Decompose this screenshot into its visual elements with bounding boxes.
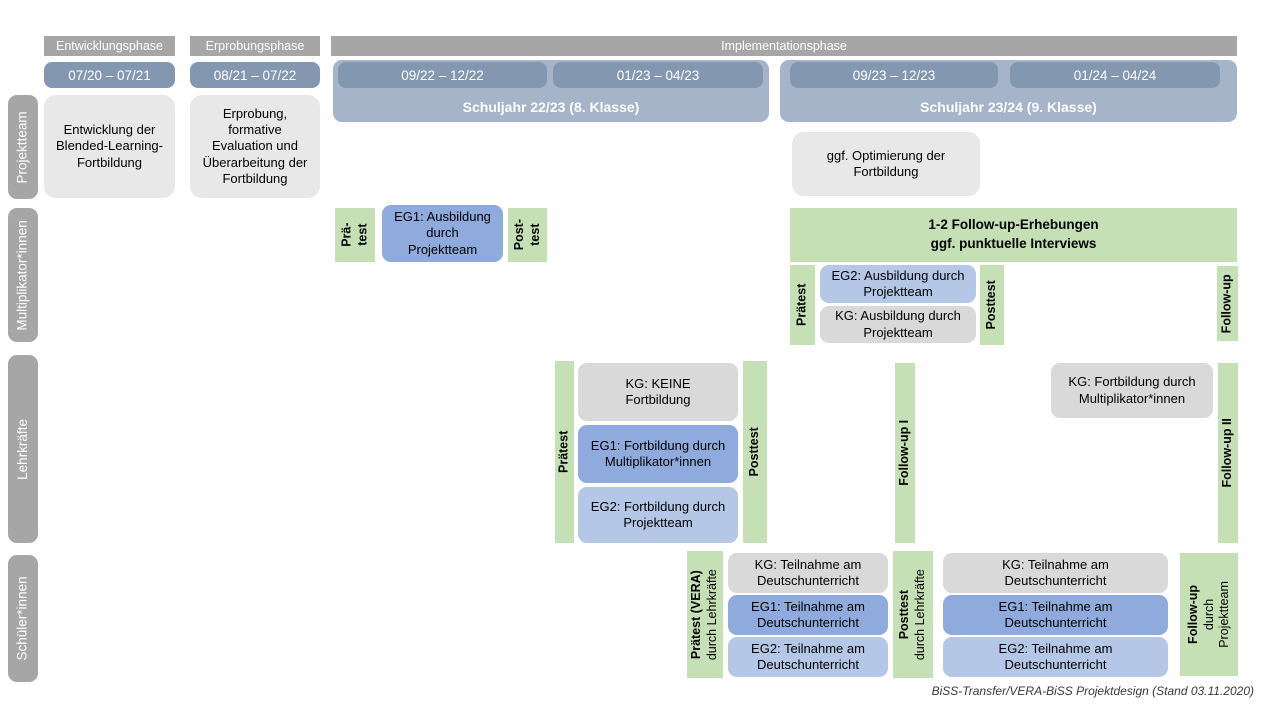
eg2-fortbildung-box: EG2: Fortbildung durch Projektteam xyxy=(578,487,738,543)
note-text: Entwicklung der Blended-Learning-Fortbil… xyxy=(56,122,163,170)
note-optimierung-fortbildung: ggf. Optimierung der Fortbildung xyxy=(792,132,980,196)
row-label-text: Projektteam xyxy=(14,110,30,184)
followup1-bar-lehrkraefte: Follow-up I xyxy=(895,363,915,543)
phase-bar-entwicklungsphase: Entwicklungsphase xyxy=(44,36,175,56)
phase-label: Erprobungsphase xyxy=(205,39,305,53)
kg-keine-fortbildung-box: KG: KEINE Fortbildung xyxy=(578,363,738,421)
kg-fortbildung-multiplikatoren-box: KG: Fortbildung durch Multiplikator*inne… xyxy=(1051,363,1213,418)
box-text: EG2: Ausbildung durch Projektteam xyxy=(831,267,965,299)
kg-teilnahme-box-2: KG: Teilnahme am Deutschunterricht xyxy=(943,553,1168,593)
schoolyear-label: Schuljahr 22/23 (8. Klasse) xyxy=(462,99,640,115)
phase-bar-implementationsphase: Implementationsphase xyxy=(331,36,1237,56)
eg2-teilnahme-box-1: EG2: Teilnahme am Deutschunterricht xyxy=(728,637,888,677)
vertical-label: Prä- test xyxy=(339,222,369,248)
posttest-bar-lehrkraefte: Posttest xyxy=(743,361,767,543)
row-label-text: Multiplikator*innen xyxy=(14,219,30,331)
note-erprobung-evaluation: Erprobung, formative Evaluation und Über… xyxy=(190,95,320,198)
vertical-label: Prätest xyxy=(556,430,571,474)
vertical-label: Follow-up I xyxy=(897,420,912,486)
phase-label: Implementationsphase xyxy=(721,39,847,53)
note-entwicklung-fortbildung: Entwicklung der Blended-Learning-Fortbil… xyxy=(44,95,175,198)
date-bar-0923-1223: 09/23 – 12/23 xyxy=(790,62,998,88)
eg1-fortbildung-box: EG1: Fortbildung durch Multiplikator*inn… xyxy=(578,425,738,483)
kg-teilnahme-box-1: KG: Teilnahme am Deutschunterricht xyxy=(728,553,888,593)
followup-bar-multiplikatoren: Follow-up xyxy=(1217,266,1238,341)
date-label: 01/24 – 04/24 xyxy=(1073,67,1157,83)
box-text: KG: Teilnahme am Deutschunterricht xyxy=(754,556,862,588)
box-text: EG1: Teilnahme am Deutschunterricht xyxy=(751,598,865,630)
date-bar-0821-0722: 08/21 – 07/22 xyxy=(190,62,320,88)
date-label: 08/21 – 07/22 xyxy=(213,67,297,83)
box-text: KG: Ausbildung durch Projektteam xyxy=(835,308,961,340)
row-label-schuelerinnen: Schüler*innen xyxy=(8,555,38,682)
date-bar-0922-1222: 09/22 – 12/22 xyxy=(338,62,547,88)
eg2-teilnahme-box-2: EG2: Teilnahme am Deutschunterricht xyxy=(943,637,1168,677)
praetest-vera-bar-schueler: Prätest (VERA) durch Lehrkräfte xyxy=(687,551,723,678)
vertical-label: Posttest xyxy=(984,280,999,330)
eg1-teilnahme-box-1: EG1: Teilnahme am Deutschunterricht xyxy=(728,595,888,635)
eg1-ausbildung-box: EG1: Ausbildung durch Projektteam xyxy=(382,205,503,262)
date-label: 07/20 – 07/21 xyxy=(68,67,151,83)
followup-line2: ggf. punktuelle Interviews xyxy=(930,236,1097,251)
eg2-ausbildung-box: EG2: Ausbildung durch Projektteam xyxy=(820,265,976,303)
row-label-text: Schüler*innen xyxy=(14,576,30,661)
date-bar-0720-0721: 07/20 – 07/21 xyxy=(44,62,175,88)
praetest-bar-multiplikatoren-1: Prä- test xyxy=(335,208,375,262)
date-label: 01/23 – 04/23 xyxy=(616,67,700,83)
box-text: EG2: Teilnahme am Deutschunterricht xyxy=(998,640,1113,672)
row-label-text: Lehrkräfte xyxy=(14,418,30,480)
posttest-bar-multiplikatoren-1: Post- test xyxy=(508,208,547,262)
vertical-label: Posttest xyxy=(747,427,762,477)
box-text: KG: KEINE Fortbildung xyxy=(625,375,691,407)
box-text: EG2: Fortbildung durch Projektteam xyxy=(590,498,726,530)
row-label-projektteam: Projektteam xyxy=(8,95,38,199)
date-label: 09/23 – 12/23 xyxy=(852,67,936,83)
row-label-multiplikatorinnen: Multiplikator*innen xyxy=(8,208,38,342)
date-label: 09/22 – 12/22 xyxy=(401,67,484,83)
vertical-label: Posttest durch Lehrkräfte xyxy=(897,568,927,661)
box-text: KG: Fortbildung durch Multiplikator*inne… xyxy=(1068,374,1196,406)
vertical-label: Prätest (VERA) durch Lehrkräfte xyxy=(689,568,719,661)
posttest-bar-schueler: Posttest durch Lehrkräfte xyxy=(893,551,933,678)
note-text: Erprobung, formative Evaluation und Über… xyxy=(202,105,308,186)
phase-bar-erprobungsphase: Erprobungsphase xyxy=(190,36,320,56)
vertical-label: Follow-up durch Projektteam xyxy=(1185,581,1231,648)
date-bar-0123-0423: 01/23 – 04/23 xyxy=(553,62,763,88)
followup-projektteam-bar-schueler: Follow-up durch Projektteam xyxy=(1180,553,1238,676)
posttest-bar-multiplikatoren-2: Posttest xyxy=(980,265,1004,345)
praetest-bar-multiplikatoren-2: Prätest xyxy=(790,265,815,345)
praetest-bar-lehrkraefte: Prätest xyxy=(555,361,574,543)
box-text: EG1: Ausbildung durch Projektteam xyxy=(394,209,491,257)
kg-ausbildung-box: KG: Ausbildung durch Projektteam xyxy=(820,306,976,343)
box-text: EG1: Teilnahme am Deutschunterricht xyxy=(998,598,1113,630)
box-text: EG2: Teilnahme am Deutschunterricht xyxy=(751,640,865,672)
box-text: KG: Teilnahme am Deutschunterricht xyxy=(1002,556,1109,588)
followup-erhebungen-box: 1-2 Follow-up-Erhebungen ggf. punktuelle… xyxy=(790,208,1237,262)
note-text: ggf. Optimierung der Fortbildung xyxy=(826,147,946,179)
vertical-label: Follow-up II xyxy=(1220,418,1235,488)
phase-label: Entwicklungsphase xyxy=(55,39,163,53)
vertical-label: Follow-up xyxy=(1219,273,1234,334)
footer-caption: BiSS-Transfer/VERA-BiSS Projektdesign (S… xyxy=(931,684,1254,698)
date-bar-0124-0424: 01/24 – 04/24 xyxy=(1010,62,1220,88)
vertical-label: Post- test xyxy=(511,219,542,251)
vertical-label: Prätest xyxy=(794,283,809,327)
row-label-lehrkraefte: Lehrkräfte xyxy=(8,355,38,543)
schoolyear-label: Schuljahr 23/24 (9. Klasse) xyxy=(920,99,1097,115)
box-text: EG1: Fortbildung durch Multiplikator*inn… xyxy=(590,437,726,469)
followup2-bar-lehrkraefte: Follow-up II xyxy=(1218,363,1238,543)
followup-line1: 1-2 Follow-up-Erhebungen xyxy=(928,217,1099,233)
eg1-teilnahme-box-2: EG1: Teilnahme am Deutschunterricht xyxy=(943,595,1168,635)
